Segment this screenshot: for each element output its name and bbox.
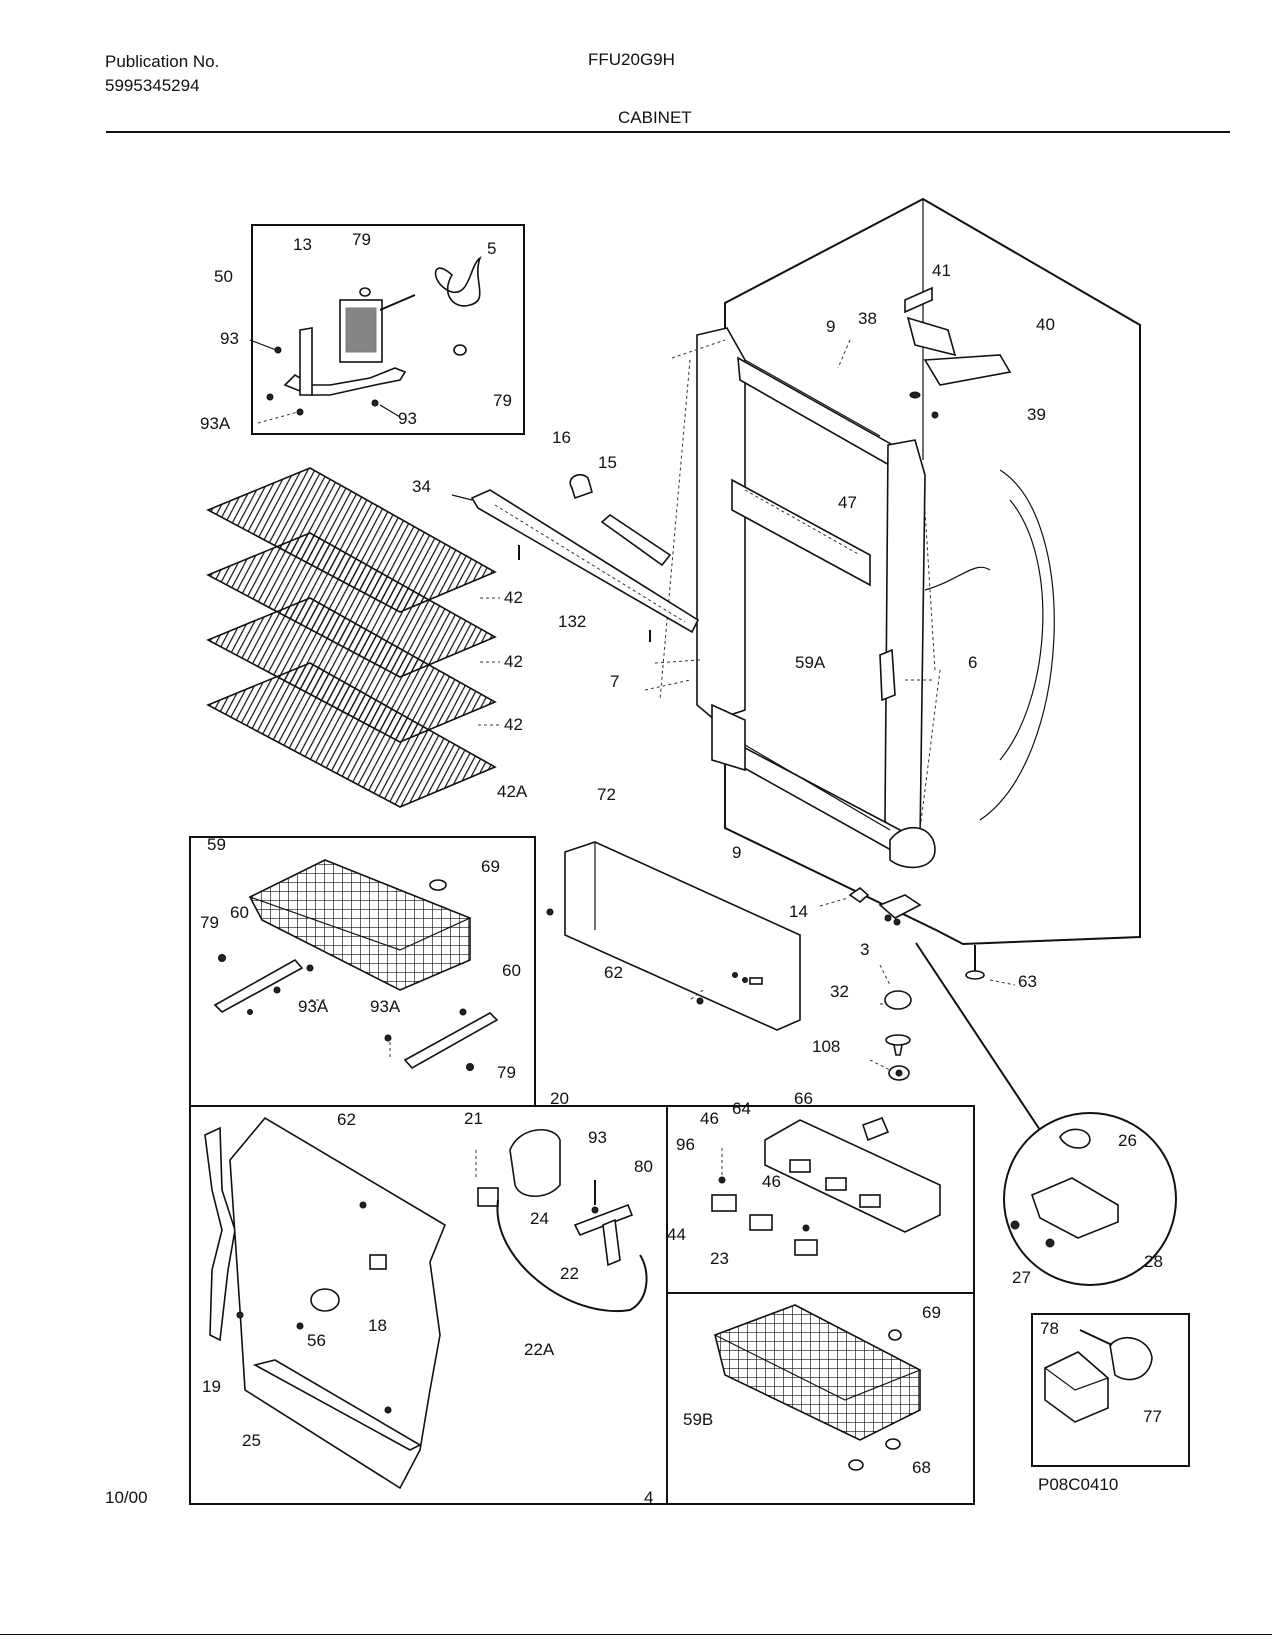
- callout-59A: 59A: [795, 653, 826, 672]
- callout-41: 41: [932, 261, 951, 280]
- callout-42: 42: [504, 652, 523, 671]
- callout-21: 21: [464, 1109, 483, 1128]
- callout-93A: 93A: [370, 997, 401, 1016]
- rear-panel-assembly: [204, 1116, 648, 1490]
- callout-108: 108: [812, 1037, 840, 1056]
- callout-78: 78: [1040, 1319, 1059, 1338]
- model-number: FFU20G9H: [588, 50, 675, 69]
- callout-42: 42: [504, 715, 523, 734]
- drawing-code: P08C0410: [1038, 1475, 1118, 1494]
- basket-assembly: [213, 859, 499, 1071]
- callout-22: 22: [560, 1264, 579, 1283]
- wire-shelves: [206, 467, 500, 808]
- hinge-detail-parts: [1010, 1128, 1119, 1248]
- callout-60: 60: [230, 903, 249, 922]
- callout-93: 93: [588, 1128, 607, 1147]
- callout-79: 79: [493, 391, 512, 410]
- callout-20: 20: [550, 1089, 569, 1108]
- callout-19: 19: [202, 1377, 221, 1396]
- callout-79: 79: [352, 230, 371, 249]
- footer-rule: [0, 1634, 1272, 1635]
- callout-72: 72: [597, 785, 616, 804]
- callout-59B: 59B: [683, 1410, 713, 1429]
- callout-5: 5: [487, 239, 496, 258]
- callout-96: 96: [676, 1135, 695, 1154]
- timer-inset-box: [1031, 1313, 1190, 1467]
- callout-15: 15: [598, 453, 617, 472]
- callout-132: 132: [558, 612, 586, 631]
- callout-80: 80: [634, 1157, 653, 1176]
- section-title: CABINET: [618, 108, 692, 127]
- hinge-detail-circle: [915, 942, 1177, 1286]
- callout-labels: 13 79 5 50 93 79 93A 93 41 38 9 40 39 16…: [200, 230, 1163, 1494]
- callout-3: 3: [860, 940, 869, 959]
- callout-6: 6: [968, 653, 977, 672]
- defrost-timer-assembly: [1043, 1329, 1153, 1423]
- callout-28: 28: [1144, 1252, 1163, 1271]
- callout-47: 47: [838, 493, 857, 512]
- footer-date: 10/00: [105, 1488, 148, 1507]
- callout-79: 79: [200, 913, 219, 932]
- callout-27: 27: [1012, 1268, 1031, 1287]
- callout-25: 25: [242, 1431, 261, 1450]
- callout-24: 24: [530, 1209, 549, 1228]
- control-housing-assembly: [711, 1116, 941, 1256]
- publication-label: Publication No.: [105, 52, 220, 71]
- callout-26: 26: [1118, 1131, 1137, 1150]
- callout-56: 56: [307, 1331, 326, 1350]
- callout-46: 46: [700, 1109, 719, 1128]
- callout-68: 68: [912, 1458, 931, 1477]
- lower-basket-inset-box: [666, 1292, 975, 1505]
- callout-23: 23: [710, 1249, 729, 1268]
- publication-number: 5995345294: [105, 76, 200, 95]
- callout-9: 9: [826, 317, 835, 336]
- callout-63: 63: [1018, 972, 1037, 991]
- callout-93A: 93A: [298, 997, 329, 1016]
- header-rule: [106, 131, 1230, 133]
- callout-34: 34: [412, 477, 431, 496]
- callout-77: 77: [1143, 1407, 1162, 1426]
- callout-62: 62: [604, 963, 623, 982]
- callout-13: 13: [293, 235, 312, 254]
- callout-46: 46: [762, 1172, 781, 1191]
- door-liner-strips: [644, 286, 1012, 869]
- callout-66: 66: [794, 1089, 813, 1108]
- callout-93A: 93A: [200, 414, 231, 433]
- callout-64: 64: [732, 1099, 751, 1118]
- fan-motor-inset-box: [251, 224, 525, 435]
- callout-39: 39: [1027, 405, 1046, 424]
- kickplate-and-leveling-legs: [546, 841, 1016, 1081]
- callout-69: 69: [481, 857, 500, 876]
- callout-62: 62: [337, 1110, 356, 1129]
- callout-50: 50: [214, 267, 233, 286]
- callout-93: 93: [398, 409, 417, 428]
- callout-60: 60: [502, 961, 521, 980]
- callout-14: 14: [789, 902, 808, 921]
- callout-22A: 22A: [524, 1340, 555, 1359]
- callout-7: 7: [610, 672, 619, 691]
- fan-motor-assembly: [249, 255, 482, 424]
- callout-38: 38: [858, 309, 877, 328]
- callout-18: 18: [368, 1316, 387, 1335]
- callout-59: 59: [207, 835, 226, 854]
- page-number: 4: [644, 1488, 654, 1507]
- callout-79: 79: [497, 1063, 516, 1082]
- shelf-support-rail: [451, 473, 700, 642]
- freezer-cabinet: [724, 197, 1141, 946]
- callout-40: 40: [1036, 315, 1055, 334]
- lower-basket-assembly: [713, 1304, 922, 1471]
- callout-16: 16: [552, 428, 571, 447]
- callout-93: 93: [220, 329, 239, 348]
- callout-44: 44: [667, 1225, 686, 1244]
- callout-69: 69: [922, 1303, 941, 1322]
- callout-32: 32: [830, 982, 849, 1001]
- callout-42A: 42A: [497, 782, 528, 801]
- callout-42: 42: [504, 588, 523, 607]
- callout-9: 9: [732, 843, 741, 862]
